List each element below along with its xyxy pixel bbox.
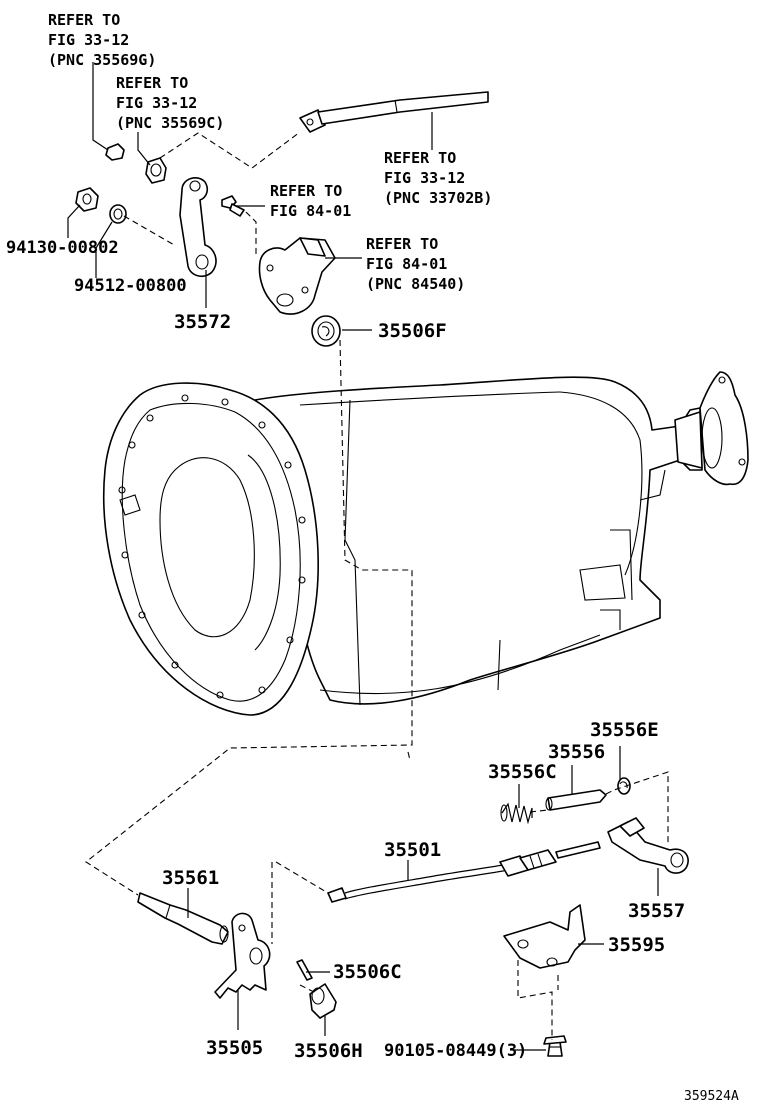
ref-35569G-line1: REFER TO — [48, 11, 120, 29]
label-35505: 35505 — [206, 1037, 263, 1059]
transmission-case — [102, 371, 749, 716]
ref-33702B-line3: (PNC 33702B) — [384, 189, 492, 207]
label-35501: 35501 — [384, 839, 441, 861]
ref-33702B-line1: REFER TO — [384, 149, 456, 167]
part-94130-00802-nut — [75, 187, 99, 212]
ref-35569C-line2: FIG 33-12 — [116, 94, 197, 112]
ref-84540-line1: REFER TO — [366, 235, 438, 253]
sensor-bolt — [221, 195, 245, 217]
part-35506F-oil-seal — [311, 315, 341, 347]
labels: REFER TO FIG 33-12 (PNC 35569G) REFER TO… — [6, 11, 739, 1104]
part-35506C-pin — [296, 959, 313, 981]
label-35561: 35561 — [162, 867, 219, 889]
part-35595-bracket — [503, 904, 586, 969]
leader-lines — [67, 62, 659, 1051]
label-35595: 35595 — [608, 934, 665, 956]
label-35556E: 35556E — [590, 719, 659, 741]
bell-housing-bolt-holes — [118, 394, 306, 699]
label-35506F: 35506F — [378, 320, 447, 342]
neutral-start-switch — [258, 237, 336, 315]
part-35557-lever — [607, 817, 689, 874]
ref-35569C-line3: (PNC 35569C) — [116, 114, 224, 132]
ref-84540-line3: (PNC 84540) — [366, 275, 465, 293]
ref-84-01-line2: FIG 84-01 — [270, 202, 351, 220]
ref-35569C-line1: REFER TO — [116, 74, 188, 92]
label-35506C: 35506C — [333, 961, 402, 983]
part-35556-pin — [545, 789, 607, 811]
upper-control-cable — [299, 91, 489, 133]
assembly-dashed-lines — [85, 131, 669, 1040]
figure-id: 359524A — [684, 1089, 739, 1104]
part-35569G-nut — [105, 143, 125, 161]
label-94130-00802: 94130-00802 — [6, 238, 119, 258]
part-90105-bolt — [543, 1035, 567, 1057]
label-35572: 35572 — [174, 311, 231, 333]
ref-84-01-line1: REFER TO — [270, 182, 342, 200]
part-35556C-spring — [500, 802, 533, 825]
label-35556C: 35556C — [488, 761, 557, 783]
ref-35569G-line3: (PNC 35569G) — [48, 51, 156, 69]
ref-33702B-line2: FIG 33-12 — [384, 169, 465, 187]
part-35506H-collar — [309, 983, 337, 1019]
label-90105-08449: 90105-08449(3) — [384, 1041, 527, 1061]
part-94512-00800-washer — [109, 204, 127, 224]
part-35556E-clip — [617, 777, 631, 795]
ref-84540-line2: FIG 84-01 — [366, 255, 447, 273]
part-35505-detent-lever — [214, 912, 271, 999]
part-35561-shaft — [137, 892, 229, 945]
part-35572-manual-lever — [179, 177, 217, 278]
label-35557: 35557 — [628, 900, 685, 922]
label-35556: 35556 — [548, 741, 605, 763]
label-35506H: 35506H — [294, 1040, 363, 1062]
ref-35569G-line2: FIG 33-12 — [48, 31, 129, 49]
label-94512-00800: 94512-00800 — [74, 276, 187, 296]
part-35501-cable — [327, 841, 601, 903]
part-35569C-bushing — [145, 157, 167, 184]
